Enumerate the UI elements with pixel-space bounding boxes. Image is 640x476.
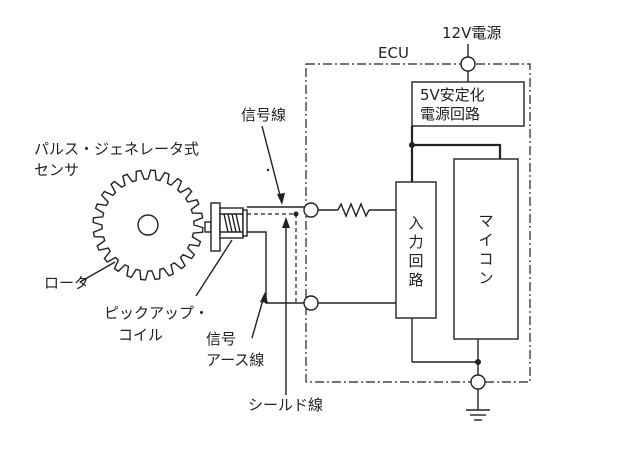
ecu-label: ECU <box>378 44 409 62</box>
ecu-enclosure <box>305 63 531 383</box>
regulator-label-line1: 5V安定化 <box>420 86 485 104</box>
ground-terminal <box>470 374 486 390</box>
svg-text:入: 入 <box>408 214 423 232</box>
pickup-coil <box>204 202 248 252</box>
rotor-hub <box>137 214 159 236</box>
signal-line-arrowhead <box>277 193 285 205</box>
shield-line-label: シールド線 <box>248 396 323 414</box>
signal-ground-terminal <box>303 295 319 311</box>
ground-line-arrowhead <box>260 292 268 303</box>
pickup-label-line2: コイル <box>118 326 163 344</box>
svg-text:ン: ン <box>478 269 493 287</box>
shield-junction <box>293 211 299 217</box>
microcomputer-label: マ イ コ ン <box>478 212 493 287</box>
regulator-box <box>411 81 525 127</box>
supply-12v-terminal <box>460 56 476 72</box>
earth-ground-symbol <box>466 409 490 421</box>
pickup-label-line1: ピックアップ・ <box>104 304 209 322</box>
ground-line-arrow <box>251 295 265 339</box>
input-resistor <box>337 202 370 218</box>
svg-text:路: 路 <box>408 271 423 289</box>
sensor-label-line1: パルス・ジェネレータ式 <box>34 140 199 158</box>
rotor-label: ロータ <box>44 274 89 292</box>
shield-line-arrowhead <box>282 217 290 228</box>
vcc-junction <box>409 142 415 148</box>
ground-line-label-line2: アース線 <box>206 351 264 369</box>
vcc-bus-wire <box>412 143 502 159</box>
signal-line-arrow <box>261 125 283 204</box>
rotor-leader <box>79 261 116 283</box>
regulator-label-line2: 電源回路 <box>420 105 480 123</box>
microcomputer-box <box>453 158 519 340</box>
signal-ground-wire <box>247 231 304 304</box>
svg-text:コ: コ <box>478 250 493 268</box>
signal-line-label: 信号線 <box>241 106 286 124</box>
svg-text:マ: マ <box>478 212 493 230</box>
signal-terminal <box>303 202 319 218</box>
pickup-leader <box>195 239 233 297</box>
svg-text:力: 力 <box>408 233 423 251</box>
input-circuit-box <box>395 181 437 319</box>
ground-line-label-line1: 信号 <box>206 330 236 348</box>
supply-12v-label: 12V電源 <box>442 24 501 42</box>
svg-text:回: 回 <box>408 252 423 270</box>
sensor-label-line2: センサ <box>34 161 79 179</box>
rotor-gear <box>92 169 204 281</box>
input-circuit-label: 入 力 回 路 <box>408 214 423 289</box>
stray-mark <box>266 168 270 172</box>
svg-text:イ: イ <box>478 231 493 249</box>
